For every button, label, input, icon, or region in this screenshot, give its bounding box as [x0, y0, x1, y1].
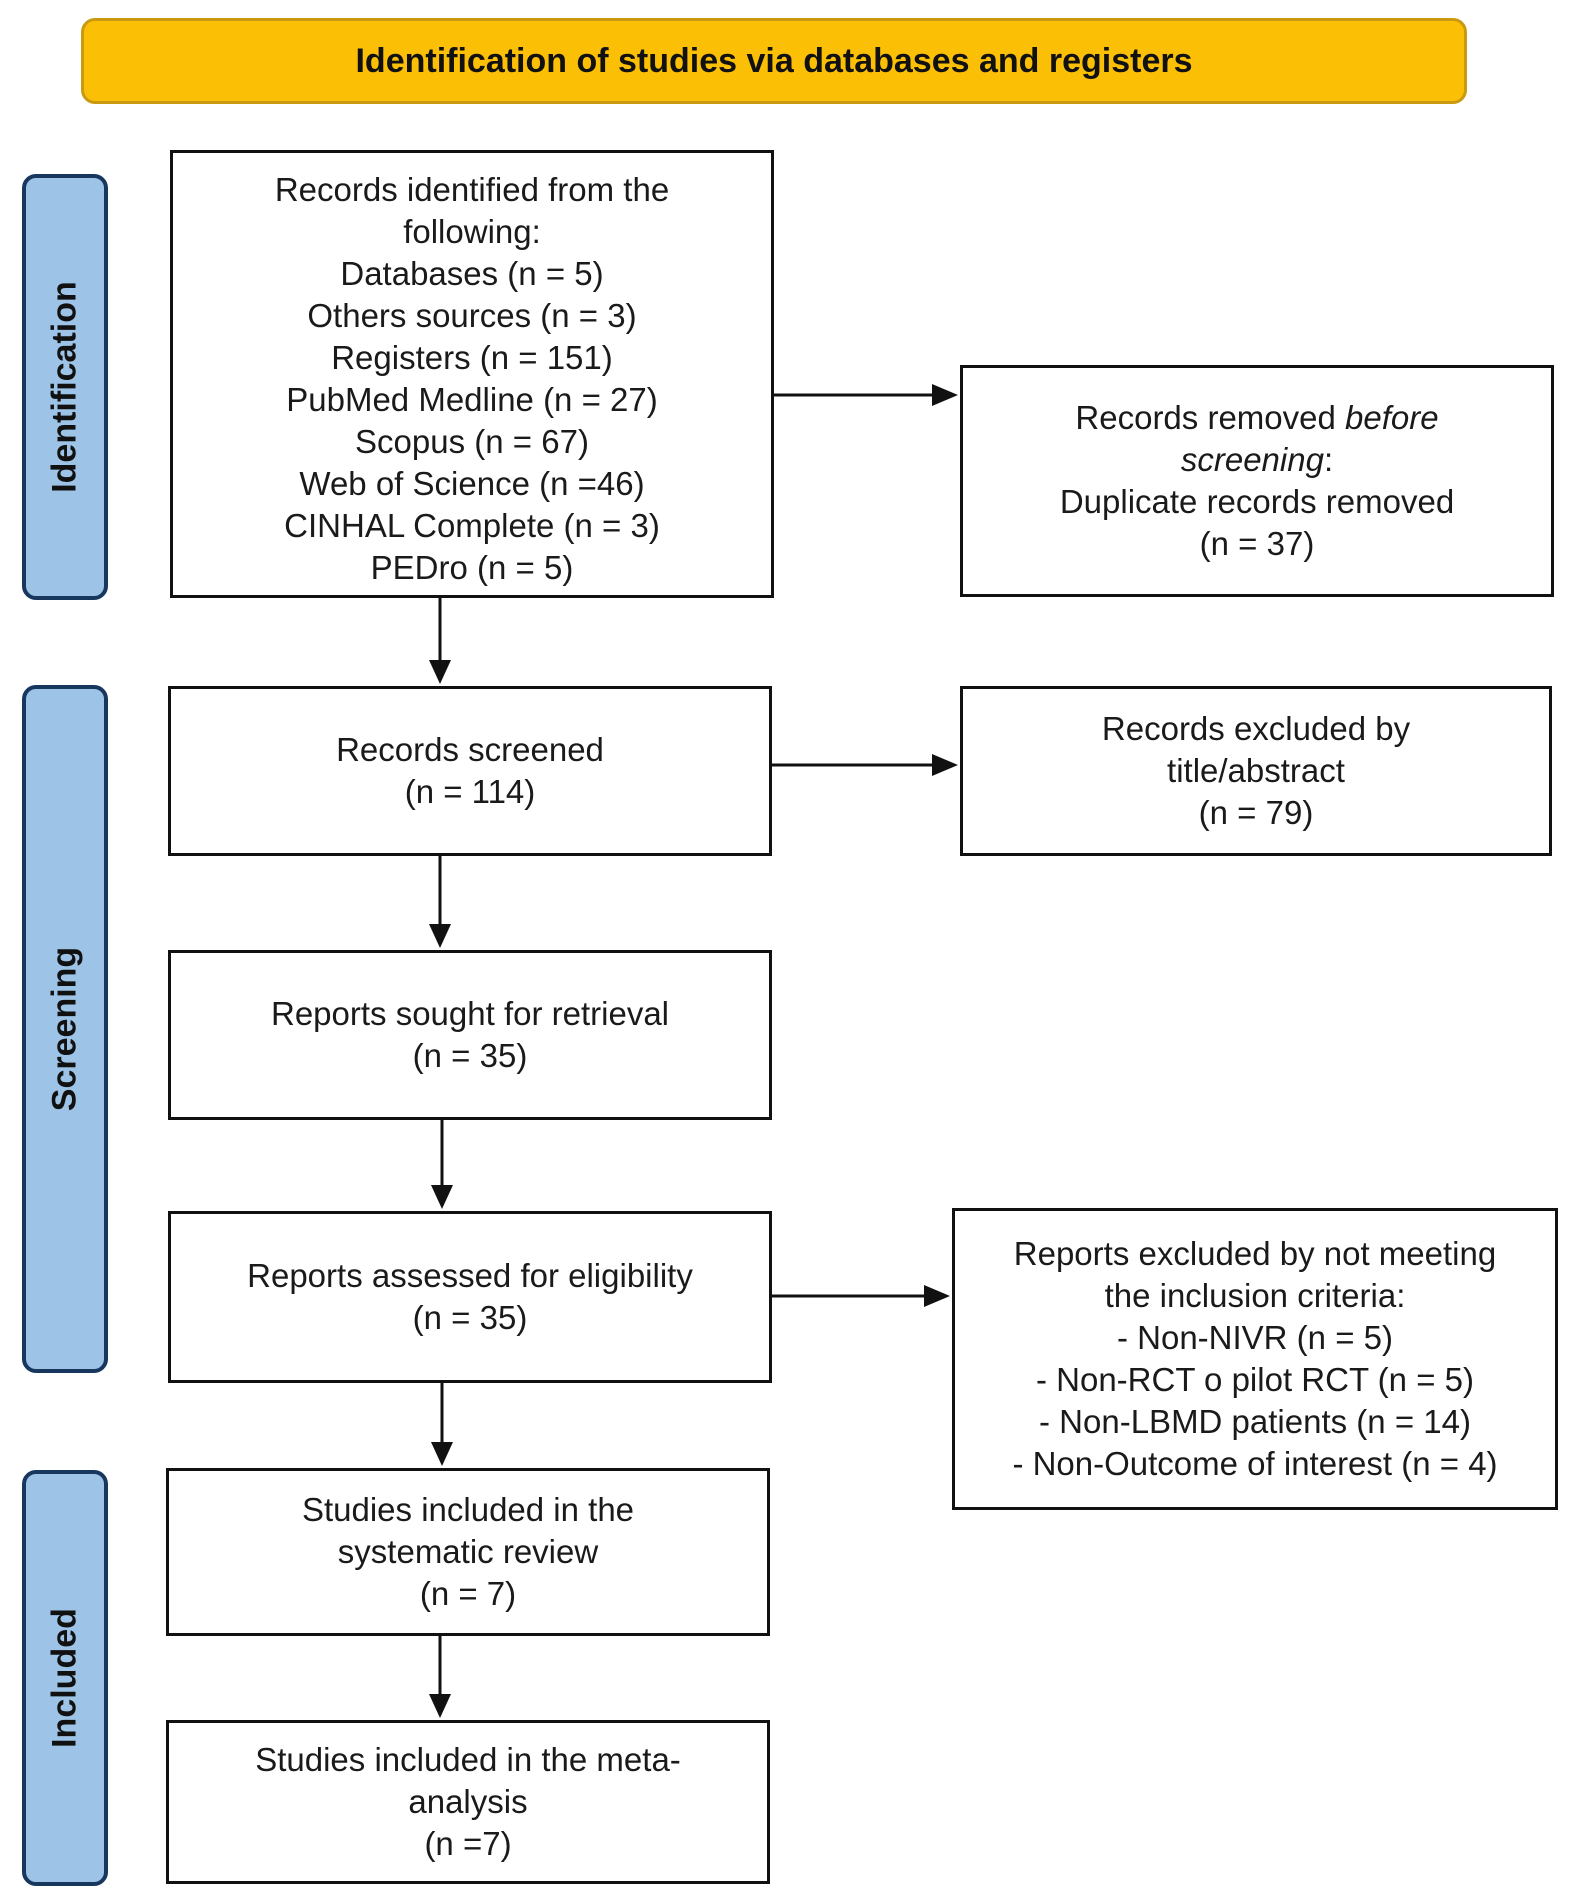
- arrowhead: [429, 924, 451, 948]
- records-identified-line: following:: [403, 213, 541, 250]
- records-removed-line-2: screening:: [1180, 441, 1334, 478]
- arrowhead: [429, 660, 451, 684]
- records-excluded-line: title/abstract: [1167, 752, 1345, 789]
- records-screened-label: Records screened: [336, 731, 604, 768]
- arrowhead: [924, 1285, 950, 1307]
- phase-included: Included: [22, 1470, 108, 1886]
- reports-assessed-label: Reports assessed for eligibility: [247, 1257, 693, 1294]
- studies-meta-line: analysis: [408, 1783, 528, 1820]
- reports-excluded-line: - Non-LBMD patients (n = 14): [1039, 1403, 1471, 1440]
- reports-sought-box: Reports sought for retrieval (n = 35): [168, 950, 772, 1120]
- arrowhead: [431, 1185, 453, 1209]
- studies-meta-count: (n =7): [424, 1825, 512, 1862]
- banner-title: Identification of studies via databases …: [355, 41, 1193, 80]
- header-banner: Identification of studies via databases …: [81, 18, 1467, 104]
- records-identified-line: Scopus (n = 67): [355, 423, 589, 460]
- studies-review-count: (n = 7): [419, 1575, 517, 1612]
- studies-review-line: Studies included in the: [301, 1491, 635, 1528]
- records-removed-line-3: Duplicate records removed: [1059, 483, 1455, 520]
- records-identified-box: Records identified from the following: D…: [170, 150, 774, 598]
- arrowhead: [932, 384, 958, 406]
- records-identified-line: Records identified from the: [274, 171, 670, 208]
- arrowhead: [932, 754, 958, 776]
- records-identified-line: Web of Science (n =46): [299, 465, 645, 502]
- records-removed-line-1: Records removed before: [1075, 399, 1439, 436]
- reports-excluded-line: - Non-RCT o pilot RCT (n = 5): [1035, 1361, 1474, 1398]
- records-identified-line: CINHAL Complete (n = 3): [284, 507, 660, 544]
- reports-assessed-count: (n = 35): [412, 1299, 528, 1336]
- arrowhead: [429, 1694, 451, 1718]
- records-removed-box: Records removed before screening: Duplic…: [960, 365, 1554, 597]
- arrowhead: [431, 1442, 453, 1466]
- reports-excluded-line: the inclusion criteria:: [1104, 1277, 1406, 1314]
- reports-excluded-box: Reports excluded by not meeting the incl…: [952, 1208, 1558, 1510]
- reports-excluded-line: - Non-Outcome of interest (n = 4): [1012, 1445, 1498, 1482]
- records-screened-count: (n = 114): [404, 773, 536, 810]
- records-identified-line: PubMed Medline (n = 27): [286, 381, 658, 418]
- records-screened-box: Records screened (n = 114): [168, 686, 772, 856]
- reports-sought-count: (n = 35): [412, 1037, 528, 1074]
- studies-meta-line: Studies included in the meta-: [255, 1741, 681, 1778]
- phase-screening: Screening: [22, 685, 108, 1373]
- records-identified-line: PEDro (n = 5): [370, 549, 574, 586]
- records-excluded-line: Records excluded by: [1101, 710, 1411, 747]
- records-excluded-box: Records excluded by title/abstract (n = …: [960, 686, 1552, 856]
- reports-excluded-line: - Non-NIVR (n = 5): [1116, 1319, 1393, 1356]
- records-removed-count: (n = 37): [1199, 525, 1315, 562]
- studies-meta-box: Studies included in the meta- analysis (…: [166, 1720, 770, 1884]
- studies-review-line: systematic review: [337, 1533, 599, 1570]
- records-excluded-count: (n = 79): [1198, 794, 1314, 831]
- phase-identification: Identification: [22, 174, 108, 600]
- records-identified-line: Databases (n = 5): [340, 255, 604, 292]
- reports-assessed-box: Reports assessed for eligibility (n = 35…: [168, 1211, 772, 1383]
- studies-review-box: Studies included in the systematic revie…: [166, 1468, 770, 1636]
- records-identified-line: Others sources (n = 3): [307, 297, 637, 334]
- reports-excluded-line: Reports excluded by not meeting: [1013, 1235, 1497, 1272]
- reports-sought-label: Reports sought for retrieval: [270, 995, 669, 1032]
- records-identified-line: Registers (n = 151): [331, 339, 613, 376]
